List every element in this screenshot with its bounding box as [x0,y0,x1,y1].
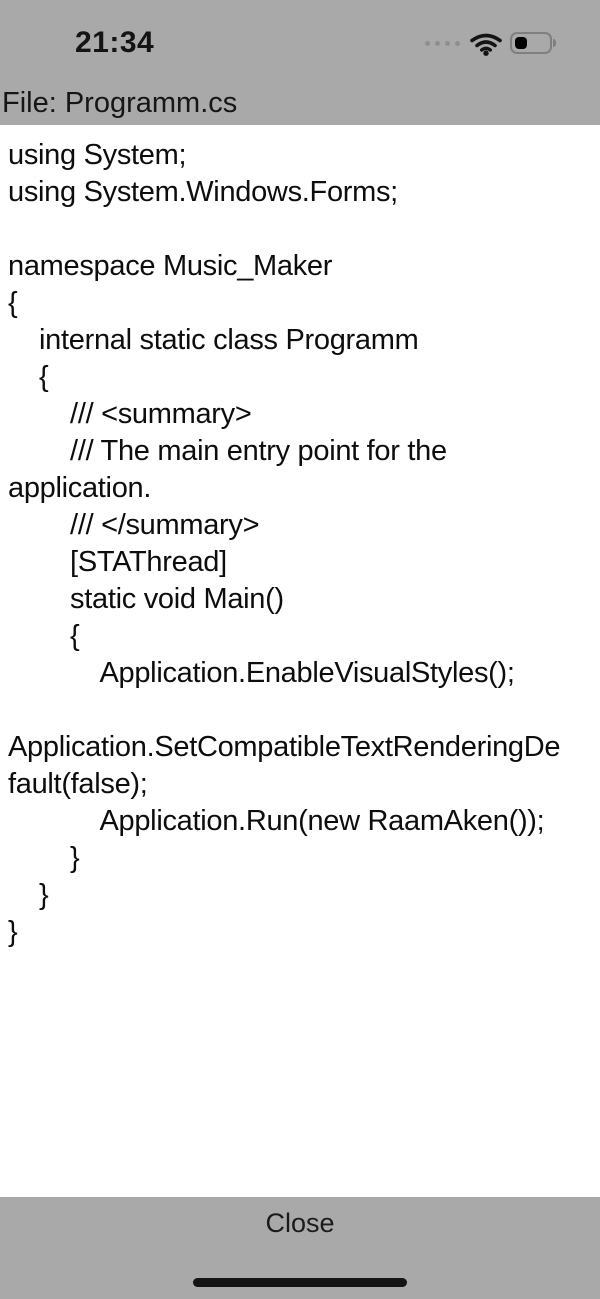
code-line: using System.Windows.Forms; [8,176,398,208]
code-line [8,692,596,729]
battery-icon [510,32,556,54]
status-header-bar: 21:34 File: Programm.c [0,0,600,125]
code-line: Application.Run(new RaamAken()); [8,805,545,837]
signal-dot [435,40,440,46]
file-title: File: Programm.cs [2,87,238,119]
code-line: application. [8,472,152,504]
code-line: static void Main() [8,583,284,615]
close-button[interactable]: Close [0,1206,600,1240]
code-line: { [8,361,49,393]
battery-nub [553,39,556,47]
code-line: } [8,879,49,911]
code-line: namespace Music_Maker [8,250,333,282]
footer-bar: Close [0,1197,600,1299]
code-line: { [8,287,18,319]
battery-fill [515,37,527,49]
wifi-icon [470,33,502,56]
signal-dot [425,40,430,46]
code-line: Application.EnableVisualStyles(); [8,657,515,689]
code-line: } [8,842,80,874]
code-line: } [8,916,18,948]
status-time: 21:34 [75,26,155,59]
code-line: [STAThread] [8,546,227,578]
code-line: /// The main entry point for the [8,435,447,467]
code-line: Application.SetCompatibleTextRenderingDe [8,731,561,763]
status-icons [425,30,556,56]
cellular-signal-icon [425,40,460,46]
code-line: fault(false); [8,768,148,800]
status-bar: 21:34 [0,24,600,62]
code-line [8,211,596,248]
code-line: /// <summary> [8,398,252,430]
battery-body [510,32,552,54]
home-indicator[interactable] [193,1278,407,1287]
code-lines: using System; using System.Windows.Forms;… [0,125,600,951]
code-line: internal static class Programm [8,324,419,356]
code-viewer[interactable]: using System; using System.Windows.Forms;… [0,125,600,1197]
code-line: /// </summary> [8,509,260,541]
signal-dot [455,40,460,46]
code-line: { [8,620,80,652]
code-line: using System; [8,139,187,171]
signal-dot [445,40,450,46]
